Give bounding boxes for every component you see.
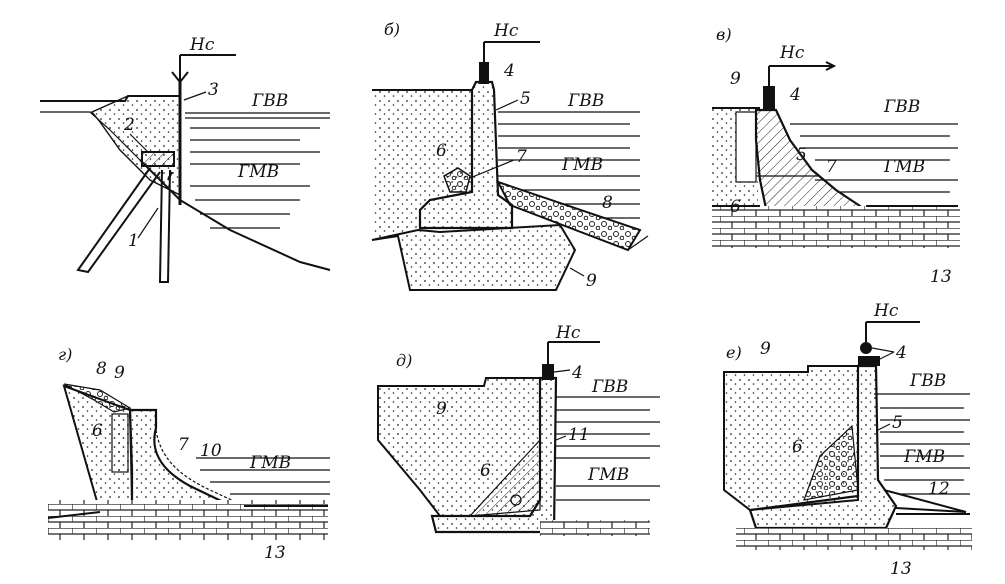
label-hc-a: Нс bbox=[189, 35, 215, 55]
label-7-v: 7 bbox=[826, 157, 837, 177]
label-gmv-b: ГМВ bbox=[561, 155, 603, 175]
label-gvv-b: ГВВ bbox=[567, 91, 604, 111]
label-gvv-e: ГВВ bbox=[909, 371, 946, 391]
panel-b: б) Нс 4 5 ГВВ bbox=[371, 20, 649, 291]
water-lines-v bbox=[790, 123, 958, 193]
label-12-e: 12 bbox=[928, 479, 950, 499]
drain-6-e bbox=[803, 424, 859, 501]
label-gmv-v: ГМВ bbox=[883, 157, 925, 177]
bollard-4-d bbox=[542, 364, 554, 380]
foundation-13-e bbox=[736, 528, 972, 550]
label-9-e: 9 bbox=[760, 339, 771, 359]
backfill-b bbox=[372, 90, 472, 240]
drain-6-d bbox=[468, 438, 541, 517]
label-4-b: 4 bbox=[503, 61, 515, 81]
label-5-e: 5 bbox=[892, 413, 903, 433]
label-hc-b: Нс bbox=[493, 21, 519, 41]
foundation-d bbox=[540, 520, 650, 536]
panel-a: Нс 3 ГВВ ГМВ 2 1 bbox=[40, 35, 331, 283]
label-6-g: 6 bbox=[92, 421, 103, 441]
bollard-4-e bbox=[858, 356, 880, 366]
drain-6-g bbox=[111, 413, 129, 473]
label-4-d: 4 bbox=[571, 363, 583, 383]
foundation-bed-9 bbox=[371, 223, 577, 291]
panel-e: е) Нс 4 9 Г bbox=[723, 301, 972, 579]
label-8-b: 8 bbox=[602, 193, 613, 213]
drain-6-v bbox=[735, 111, 757, 183]
panel-letter-b: б) bbox=[384, 20, 400, 39]
water-lines-g bbox=[196, 457, 330, 495]
water-lines-b bbox=[498, 111, 640, 219]
label-2-a: 2 bbox=[123, 115, 135, 135]
drain-6 bbox=[443, 167, 471, 193]
label-13-v: 13 bbox=[930, 267, 952, 287]
panel-letter-d: д) bbox=[396, 351, 412, 370]
label-hc-e: Нс bbox=[873, 301, 899, 321]
label-6-v: 6 bbox=[730, 197, 741, 217]
label-gmv-g: ГМВ bbox=[249, 453, 291, 473]
backfill-a bbox=[90, 95, 181, 197]
label-11-d: 11 bbox=[568, 425, 590, 445]
panel-g: г) 8 9 6 7 10 ГМВ 13 bbox=[47, 345, 330, 563]
backfill-g bbox=[62, 384, 142, 520]
panel-letter-g: г) bbox=[58, 345, 72, 364]
panel-d: д) Нс 4 9 ГВВ 11 6 ГМВ bbox=[377, 323, 660, 536]
water-lines-d bbox=[556, 396, 660, 501]
label-3-a: 3 bbox=[208, 80, 219, 100]
label-gmv-a: ГМВ bbox=[237, 162, 279, 182]
load-arrow-a bbox=[171, 54, 236, 84]
label-gvv-d: ГВВ bbox=[591, 377, 628, 397]
label-10-g: 10 bbox=[200, 441, 222, 461]
label-gmv-e: ГМВ bbox=[903, 447, 945, 467]
label-6-e: 6 bbox=[792, 437, 803, 457]
label-13-g: 13 bbox=[264, 543, 286, 563]
label-gvv-a: ГВВ bbox=[251, 91, 288, 111]
bollard-4-v bbox=[763, 86, 775, 110]
label-9-d: 9 bbox=[436, 399, 447, 419]
label-6-b: 6 bbox=[436, 141, 447, 161]
label-gvv-v: ГВВ bbox=[883, 97, 920, 117]
label-4-v: 4 bbox=[789, 85, 801, 105]
water-lines-e bbox=[874, 393, 970, 495]
label-5-b: 5 bbox=[520, 89, 531, 109]
label-6-d: 6 bbox=[480, 461, 491, 481]
label-5-v: 5 bbox=[796, 145, 807, 165]
panel-v: в) Нс 4 9 ГВВ 5 7 ГМВ 6 bbox=[712, 25, 960, 287]
label-gmv-d: ГМВ bbox=[587, 465, 629, 485]
label-8-g: 8 bbox=[96, 359, 107, 379]
label-7-g: 7 bbox=[178, 435, 189, 455]
panel-letter-e: е) bbox=[726, 343, 742, 362]
bollard-4-b bbox=[479, 62, 489, 84]
label-1-a: 1 bbox=[128, 231, 139, 251]
label-9-g: 9 bbox=[114, 363, 125, 383]
foundation-13-v bbox=[712, 206, 960, 248]
label-4-e: 4 bbox=[895, 343, 907, 363]
panel-letter-v: в) bbox=[716, 25, 732, 44]
l-wall-5 bbox=[418, 80, 514, 230]
anchor-piles-1 bbox=[76, 167, 173, 283]
cap-block-2 bbox=[141, 151, 175, 167]
label-9-v: 9 bbox=[730, 69, 741, 89]
label-hc-v: Нс bbox=[779, 43, 805, 63]
water-lines-a bbox=[185, 112, 330, 229]
label-hc-d: Нс bbox=[555, 323, 581, 343]
label-9-b: 9 bbox=[586, 271, 597, 291]
label-13-e: 13 bbox=[890, 559, 912, 579]
label-7-b: 7 bbox=[516, 147, 527, 167]
